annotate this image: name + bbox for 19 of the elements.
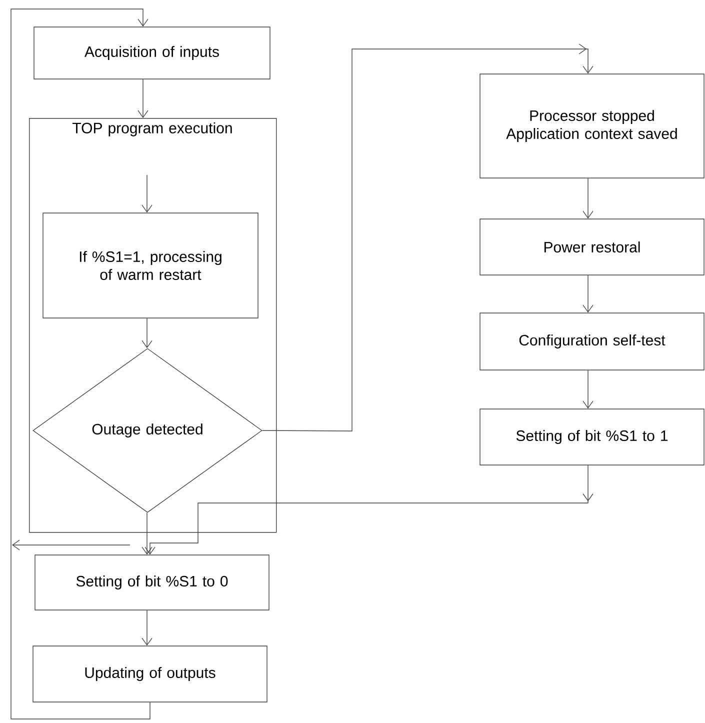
arrow	[142, 174, 152, 213]
arrow	[144, 465, 594, 555]
arrow	[262, 44, 594, 432]
process-box: Acquisition of inputs	[34, 26, 270, 80]
process-box: If %S1=1, processing of warm restart	[42, 212, 258, 318]
process-box: Configuration self-test	[480, 312, 704, 370]
process-box: Updating of outputs	[32, 646, 268, 702]
arrow	[582, 275, 594, 313]
arrow	[582, 178, 594, 219]
process-box: Processor stopped Application context saved	[480, 74, 704, 178]
process-box: Setting of bit %S1 to 0	[34, 554, 270, 610]
process-box: Power restoral	[480, 218, 704, 276]
arrow	[10, 8, 150, 720]
arrow	[142, 512, 152, 555]
arrow	[582, 370, 594, 409]
process-box: Setting of bit %S1 to 1	[480, 408, 704, 466]
arrow	[138, 79, 148, 118]
arrow	[142, 610, 152, 646]
arrow	[142, 318, 152, 348]
